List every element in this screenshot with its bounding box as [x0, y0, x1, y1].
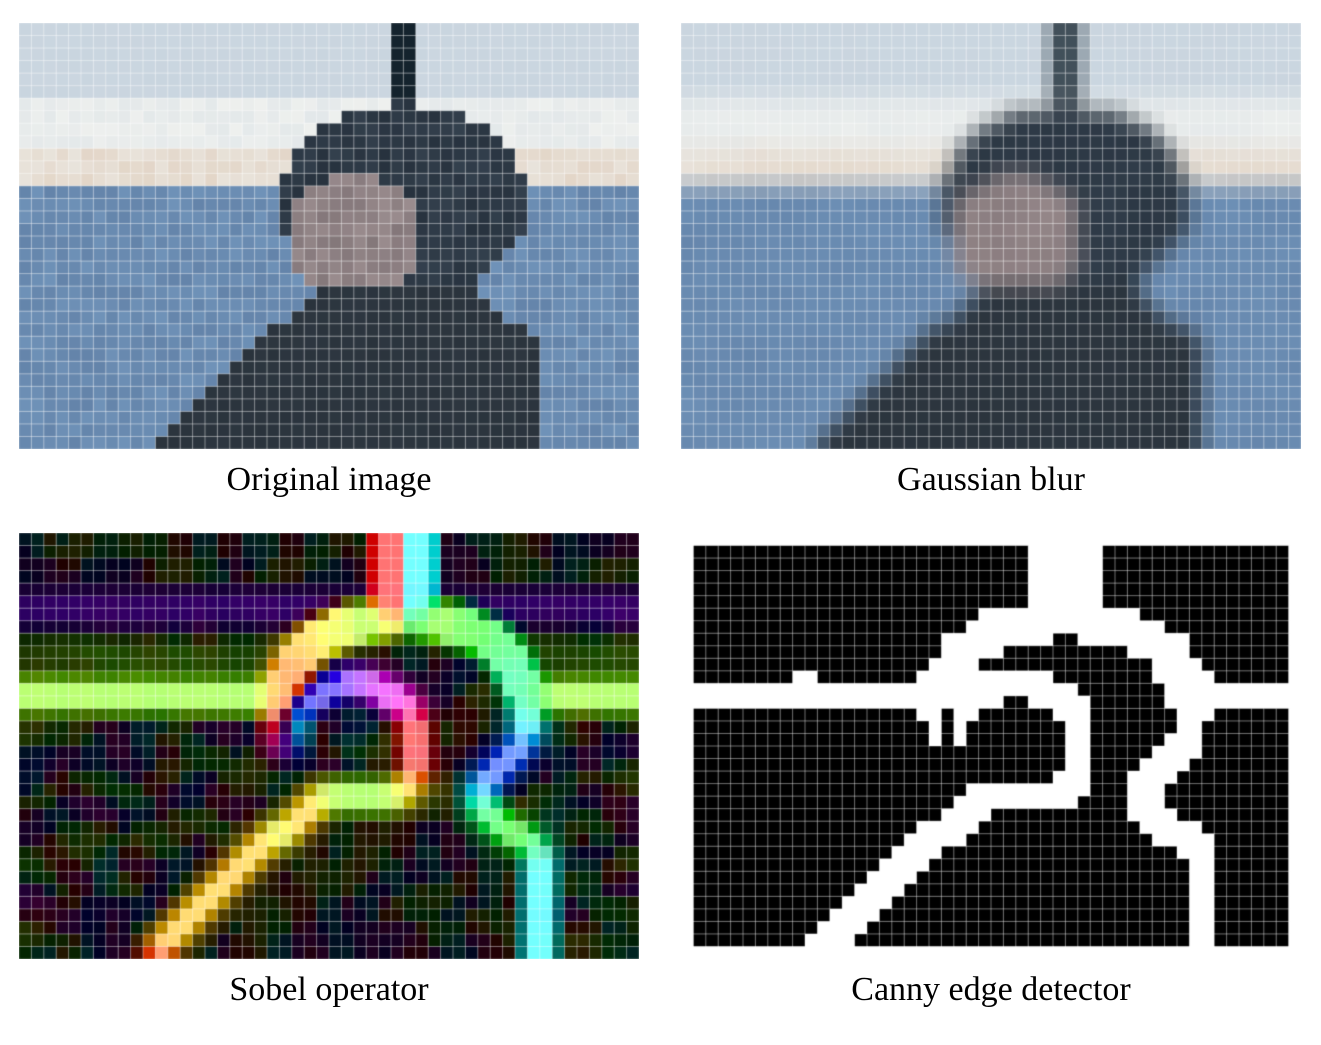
sobel-operator-caption: Sobel operator — [229, 971, 429, 1008]
original-image-canvas — [19, 23, 639, 449]
original-image-caption: Original image — [226, 461, 432, 498]
gaussian-blur-caption: Gaussian blur — [897, 461, 1085, 498]
original-image-panel — [19, 23, 639, 449]
gaussian-blur-canvas — [681, 23, 1301, 449]
sobel-operator-canvas — [19, 533, 639, 959]
sobel-operator-panel — [19, 533, 639, 959]
gaussian-blur-panel — [681, 23, 1301, 449]
canny-edge-canvas — [681, 533, 1301, 959]
canny-edge-caption: Canny edge detector — [851, 971, 1131, 1008]
canny-edge-panel — [681, 533, 1301, 959]
